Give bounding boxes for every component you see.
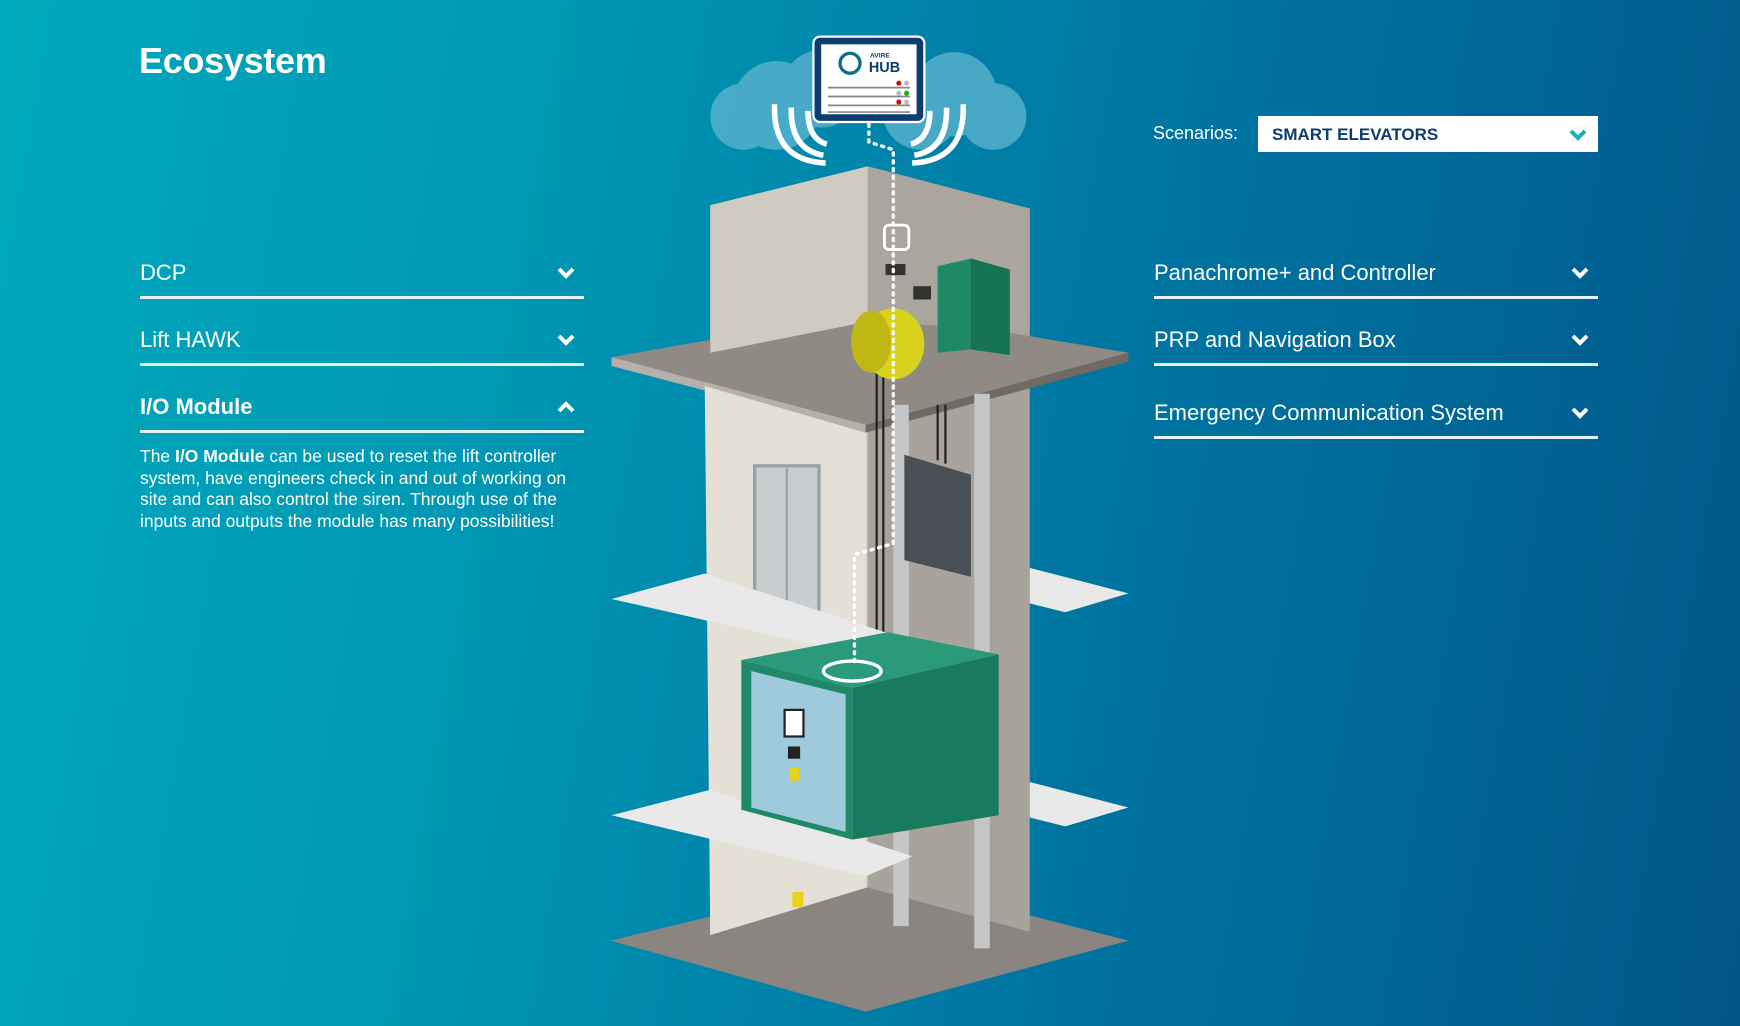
floor-slab <box>1029 781 1129 827</box>
accordion-item-dcp[interactable]: DCP <box>140 232 584 299</box>
chevron-down-icon <box>1569 129 1587 141</box>
accordion-label: DCP <box>140 260 187 285</box>
accordion-label: Emergency Communication System <box>1154 400 1504 425</box>
left-accordion: DCP Lift HAWK I/O Module The I/O Module … <box>140 232 584 532</box>
accordion-label: Panachrome+ and Controller <box>1154 260 1436 285</box>
chevron-down-icon <box>557 334 575 346</box>
chevron-up-icon <box>557 401 575 413</box>
hub-brand-small: AVIRE <box>870 53 890 60</box>
hub-brand-large: HUB <box>869 60 900 76</box>
io-module-description: The I/O Module can be used to reset the … <box>140 446 590 532</box>
floor-slab <box>611 573 913 657</box>
connection-line <box>852 122 895 668</box>
floor-slab <box>1029 567 1129 613</box>
accordion-item-panachrome[interactable]: Panachrome+ and Controller <box>1154 232 1598 299</box>
accordion-label: Lift HAWK <box>140 327 241 352</box>
scenarios-selected-value: SMART ELEVATORS <box>1272 125 1439 144</box>
elevator-car <box>741 632 999 840</box>
accordion-item-prp[interactable]: PRP and Navigation Box <box>1154 299 1598 366</box>
accordion-item-lift-hawk[interactable]: Lift HAWK <box>140 299 584 366</box>
page-title: Ecosystem <box>139 40 327 81</box>
machine-room-left-wall <box>710 166 868 353</box>
chevron-down-icon <box>1571 407 1589 419</box>
chevron-down-icon <box>557 267 575 279</box>
right-accordion: Panachrome+ and Controller PRP and Navig… <box>1154 232 1598 439</box>
wifi-signal-icon <box>771 104 966 166</box>
chevron-down-icon <box>1571 334 1589 346</box>
desc-text: The <box>140 446 176 466</box>
accordion-item-emergency-comms[interactable]: Emergency Communication System <box>1154 366 1598 439</box>
scenarios-select[interactable]: SMART ELEVATORS <box>1258 116 1598 152</box>
accordion-label: I/O Module <box>140 394 253 419</box>
desc-bold: I/O Module <box>175 446 265 466</box>
chevron-down-icon <box>1571 267 1589 279</box>
io-module-highlight <box>821 659 883 683</box>
avire-hub-monitor: AVIRE HUB <box>812 35 926 124</box>
scenarios-label: Scenarios: <box>1153 123 1239 143</box>
counterweight-panel <box>904 454 971 577</box>
accordion-label: PRP and Navigation Box <box>1154 327 1396 352</box>
ground-slab <box>610 876 1129 1012</box>
accordion-item-io-module[interactable]: I/O Module <box>140 366 584 433</box>
device-highlight <box>883 223 911 251</box>
desc-text: can be used to reset the lift controller… <box>140 446 567 531</box>
floor-slab <box>611 789 913 877</box>
